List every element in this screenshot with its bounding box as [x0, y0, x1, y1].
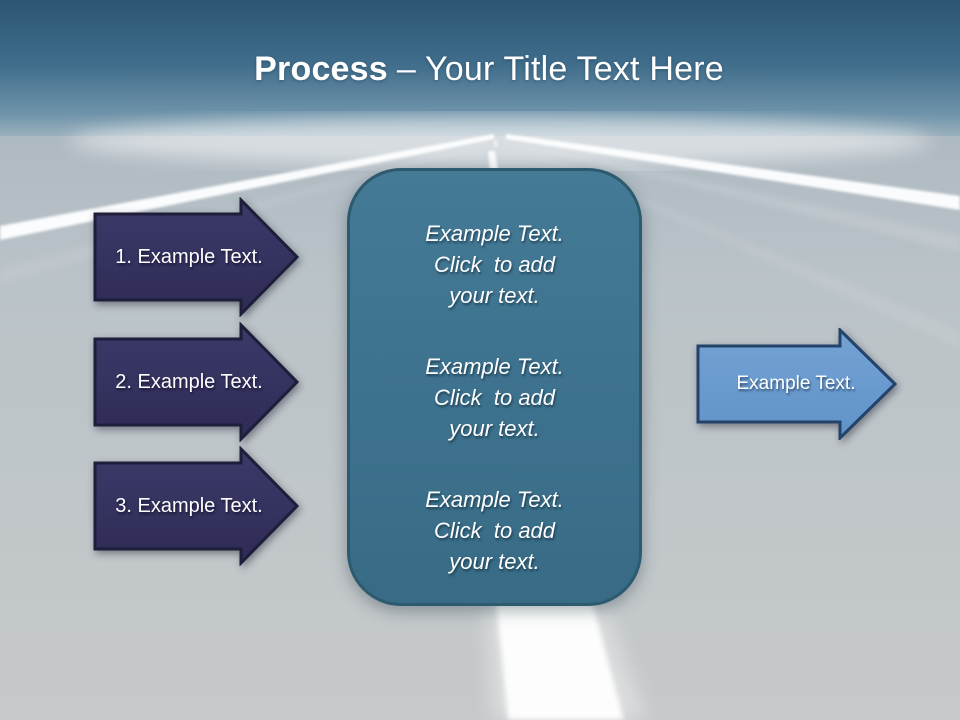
arrow-label: 2. Example Text.: [115, 371, 263, 393]
result-arrow[interactable]: Example Text.: [696, 328, 901, 440]
panel-text-line: Click to add: [433, 385, 556, 410]
panel-text-line: your text.: [449, 283, 540, 308]
process-arrow-3[interactable]: 3. Example Text.: [93, 446, 301, 566]
center-dash: [488, 151, 498, 170]
arrow-right-shape: [93, 446, 300, 566]
panel-text-line: your text.: [449, 416, 540, 441]
panel-paragraph-2: Example Text. Click to add your text.: [350, 351, 639, 444]
center-text-panel[interactable]: Example Text. Click to add your text. Ex…: [347, 168, 642, 606]
arrow-label: 3. Example Text.: [115, 495, 263, 517]
arrow-right-shape: [696, 328, 898, 440]
panel-text-line: your text.: [449, 549, 540, 574]
road-streak: [502, 138, 960, 252]
panel-text-line: Example Text.: [425, 354, 564, 379]
arrow-label: Example Text.: [736, 373, 856, 394]
panel-text-line: Click to add: [433, 252, 556, 277]
arrow-right-shape: [93, 322, 300, 442]
panel-paragraph-1: Example Text. Click to add your text.: [350, 218, 639, 311]
slide-title: Process–Your Title Text Here: [0, 50, 960, 89]
process-arrow-2[interactable]: 2. Example Text.: [93, 322, 301, 442]
right-lane-line: [506, 134, 960, 210]
panel-text-line: Example Text.: [425, 221, 564, 246]
arrow-right-shape: [93, 197, 300, 317]
horizon-glow: [70, 116, 930, 166]
panel-paragraph-3: Example Text. Click to add your text.: [350, 484, 639, 577]
panel-text-line: Example Text.: [425, 487, 564, 512]
arrow-label: 1. Example Text.: [115, 246, 263, 268]
center-stripe: [496, 602, 624, 720]
title-separator: –: [396, 50, 416, 88]
center-dash: [493, 140, 498, 147]
title-text: Your Title Text Here: [425, 50, 724, 88]
process-arrow-1[interactable]: 1. Example Text.: [93, 197, 301, 317]
panel-text-line: Click to add: [433, 518, 556, 543]
title-keyword: Process: [254, 50, 388, 88]
